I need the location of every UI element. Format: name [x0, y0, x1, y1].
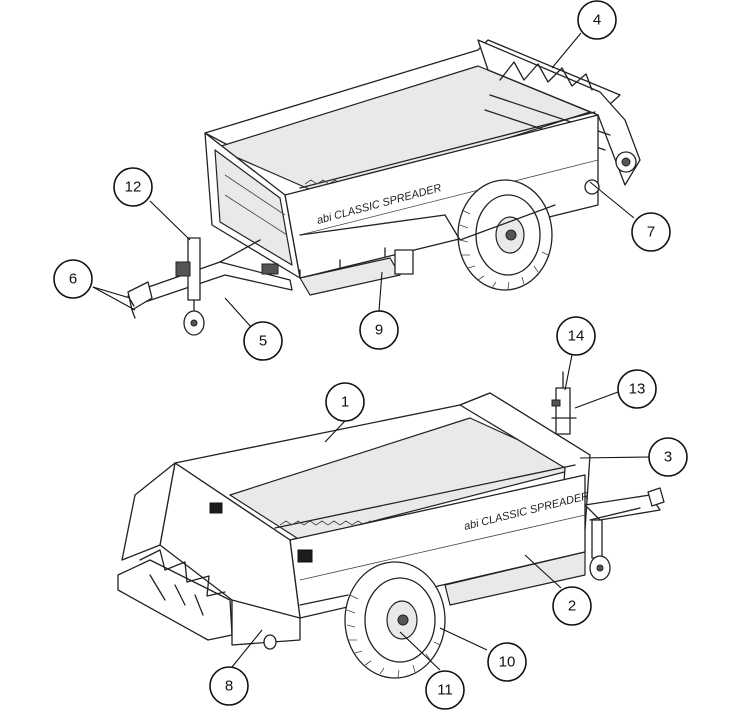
callout-2-label: 2	[568, 598, 576, 615]
leader-2	[524, 554, 562, 589]
callout-9: 9	[359, 310, 399, 350]
top-wall-ribs	[299, 247, 386, 279]
bottom-side-decal	[297, 549, 313, 563]
leader-lines	[92, 32, 651, 671]
top-wheel	[457, 179, 553, 291]
callout-3-label: 3	[664, 449, 672, 466]
leader-11	[399, 631, 441, 671]
bottom-jack-tube	[551, 371, 577, 435]
bottom-under-frame	[444, 551, 586, 606]
bottom-jack-caster	[589, 519, 611, 581]
callout-7-label: 7	[647, 224, 655, 241]
callout-11: 11	[425, 670, 465, 710]
callout-1: 1	[325, 382, 365, 422]
bottom-conveyor-chain	[274, 464, 576, 529]
top-rear-end	[477, 39, 641, 186]
leader-14	[564, 354, 573, 391]
bottom-hood-decal	[209, 502, 223, 514]
leader-8	[231, 629, 263, 668]
bottom-tie-rod	[299, 594, 349, 606]
callout-13-label: 13	[629, 381, 646, 398]
bottom-rear-panel	[231, 599, 301, 646]
callout-10-label: 10	[499, 654, 516, 671]
callout-4: 4	[577, 0, 617, 40]
leader-6a	[92, 286, 131, 299]
callout-8-label: 8	[225, 678, 233, 695]
top-front-opening	[214, 149, 293, 266]
callout-5: 5	[243, 321, 283, 361]
bottom-hood-side	[121, 462, 176, 561]
leader-13	[574, 391, 619, 409]
callout-8: 8	[209, 666, 249, 706]
leader-7	[589, 181, 635, 219]
callout-4-label: 4	[593, 12, 601, 29]
leader-5	[224, 297, 253, 329]
callout-11-label: 11	[437, 682, 453, 699]
callout-6-label: 6	[69, 271, 77, 288]
callout-2: 2	[552, 586, 592, 626]
callout-14-label: 14	[568, 328, 585, 345]
leader-6b	[92, 286, 136, 311]
leader-3	[579, 456, 651, 459]
leader-4	[551, 32, 582, 69]
bottom-rear-skid	[263, 634, 277, 650]
callout-12: 12	[113, 167, 153, 207]
leader-1	[324, 420, 346, 443]
top-jack-stand	[175, 237, 205, 336]
top-conveyor-chain	[299, 111, 596, 189]
callout-7: 7	[631, 212, 671, 252]
top-under-frame	[299, 257, 401, 296]
leader-10	[439, 627, 488, 651]
callout-14: 14	[556, 316, 596, 356]
callout-9-label: 9	[375, 322, 383, 339]
top-frame-bracket	[394, 249, 414, 275]
top-drive-rod	[299, 214, 446, 236]
callout-3: 3	[648, 437, 688, 477]
leader-12	[149, 200, 191, 241]
callout-1-label: 1	[341, 394, 349, 411]
top-rear-bearing	[584, 151, 637, 195]
callout-13: 13	[617, 369, 657, 409]
callout-10: 10	[487, 642, 527, 682]
callout-5-label: 5	[259, 333, 267, 350]
top-hitch-tongue	[127, 239, 293, 319]
top-spreader-illustration: abi CLASSIC SPREADER	[127, 39, 641, 336]
leader-9	[378, 271, 383, 312]
bottom-wheel	[344, 561, 446, 679]
bottom-spreader-illustration: abi CLASSIC SPREADER	[117, 371, 665, 679]
callout-6: 6	[53, 259, 93, 299]
top-axle-bracket	[444, 204, 556, 241]
top-front-latch	[261, 263, 279, 275]
bottom-hitch-tongue	[584, 487, 665, 521]
callout-12-label: 12	[125, 179, 142, 196]
